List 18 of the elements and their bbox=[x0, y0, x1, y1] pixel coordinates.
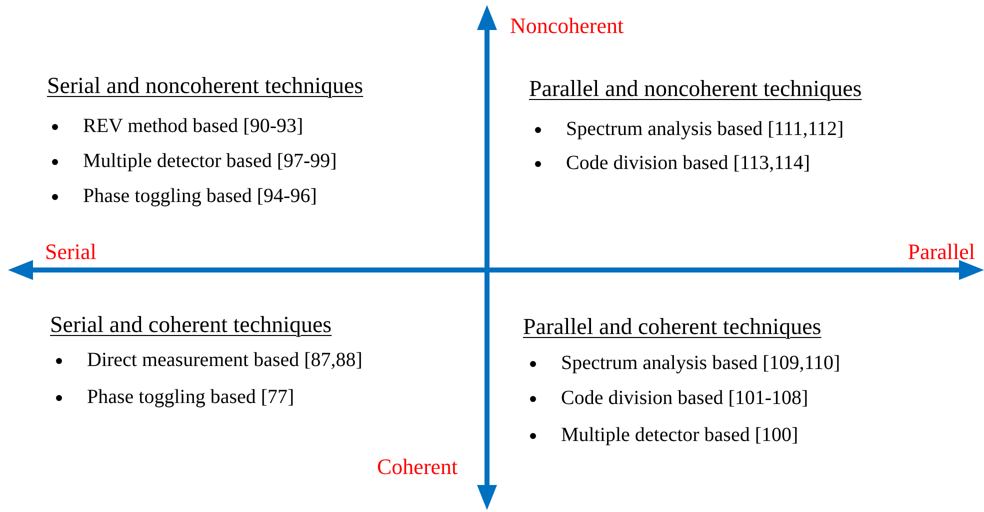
quadrant-heading: Serial and coherent techniques bbox=[50, 311, 332, 339]
list-item: REV method based [90-93] bbox=[83, 114, 304, 138]
list-item: Spectrum analysis based [109,110] bbox=[561, 351, 840, 375]
list-item: Code division based [113,114] bbox=[566, 151, 810, 175]
list-item: Spectrum analysis based [111,112] bbox=[566, 117, 844, 141]
list-item: Direct measurement based [87,88] bbox=[87, 348, 362, 372]
list-item: Code division based [101-108] bbox=[561, 386, 808, 410]
list-item: Multiple detector based [97-99] bbox=[83, 149, 337, 173]
axis-label: Parallel bbox=[908, 239, 975, 266]
axis-label: Coherent bbox=[377, 454, 458, 480]
quadrant-heading: Serial and noncoherent techniques bbox=[47, 72, 364, 100]
axis-label: Noncoherent bbox=[510, 13, 624, 40]
axis-label: Serial bbox=[45, 239, 96, 266]
quadrant-heading: Parallel and noncoherent techniques bbox=[529, 75, 862, 103]
list-item: Multiple detector based [100] bbox=[561, 423, 798, 447]
quadrant-heading: Parallel and coherent techniques bbox=[523, 313, 822, 341]
list-item: Phase toggling based [77] bbox=[87, 385, 294, 409]
list-item: Phase toggling based [94-96] bbox=[83, 184, 317, 208]
